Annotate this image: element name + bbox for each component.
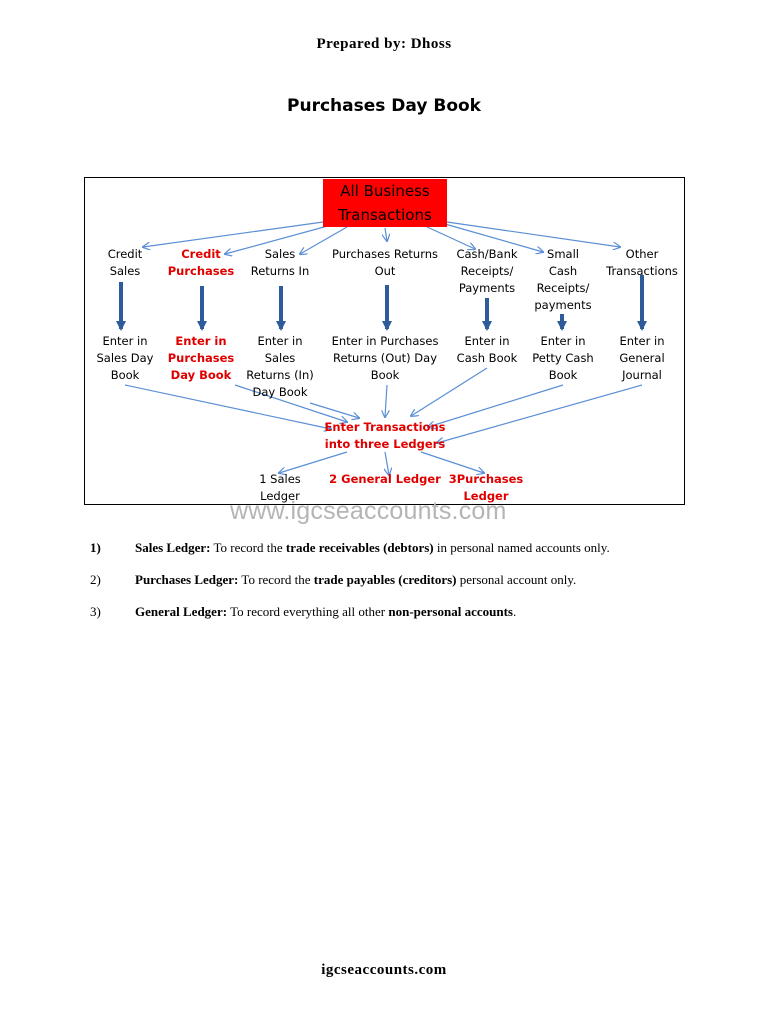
book-label: Enter in Purchases Returns (Out) Day Boo… bbox=[331, 334, 439, 382]
transaction-arrow bbox=[300, 226, 348, 254]
item-term: Sales Ledger: bbox=[135, 540, 211, 555]
watermark: www.igcseaccounts.com bbox=[230, 497, 507, 525]
item-text: in personal named accounts only. bbox=[433, 540, 610, 555]
transaction-arrow bbox=[424, 225, 475, 249]
ledger-entry-arrow bbox=[437, 384, 643, 443]
item-emphasis: non-personal accounts bbox=[388, 604, 513, 619]
ledger-arrow bbox=[385, 451, 389, 475]
book-label: Enter in Sales Returns (In) Day Book bbox=[246, 334, 314, 399]
item-number: 1) bbox=[90, 540, 101, 555]
book-label: Enter in Purchases Day Book bbox=[167, 334, 235, 382]
category-label: Small Cash Receipts/ payments bbox=[534, 247, 592, 312]
ledger-entry-arrow bbox=[124, 384, 331, 429]
item-text: personal account only. bbox=[456, 572, 577, 587]
definition-item: 1) Sales Ledger: To record the trade rece… bbox=[90, 540, 610, 556]
ledger-arrow bbox=[420, 451, 484, 473]
item-text: To record the bbox=[238, 572, 314, 587]
transaction-arrow bbox=[446, 221, 620, 247]
flow-diagram: All Business Transactions Enter Transact… bbox=[84, 177, 685, 505]
category-label: Cash/Bank Receipts/ Payments bbox=[456, 247, 518, 295]
item-emphasis: trade payables (creditors) bbox=[313, 572, 457, 587]
ledger-label: 2 General Ledger bbox=[329, 472, 441, 486]
ledger-arrow bbox=[279, 451, 348, 473]
ledger-entry-arrow bbox=[411, 367, 488, 416]
item-number: 3) bbox=[90, 604, 101, 619]
category-label: Other Transactions bbox=[606, 247, 678, 278]
category-label: Sales Returns In bbox=[250, 247, 310, 278]
item-text: To record everything all other bbox=[227, 604, 389, 619]
item-emphasis: trade receivables (debtors) bbox=[285, 540, 434, 555]
book-label: Enter in General Journal bbox=[619, 334, 665, 382]
ledger-entry-arrow bbox=[234, 384, 347, 422]
page-header: Prepared by: Dhoss bbox=[316, 36, 452, 52]
transaction-arrow bbox=[385, 227, 387, 241]
ledger-entry-arrow bbox=[428, 384, 564, 427]
book-label: Enter in Cash Book bbox=[456, 334, 518, 365]
transaction-arrow bbox=[444, 223, 543, 252]
definition-item: 3) General Ledger: To record everything a… bbox=[90, 604, 516, 620]
book-label: Enter in Petty Cash Book bbox=[532, 334, 594, 382]
ledger-entry-arrow bbox=[385, 384, 387, 417]
ledger-entry-arrow bbox=[309, 402, 359, 418]
transaction-arrow bbox=[143, 221, 324, 247]
page-footer: igcseaccounts.com bbox=[321, 962, 447, 978]
top-box-label: All Business Transactions bbox=[338, 182, 432, 224]
book-label: Enter in Sales Day Book bbox=[96, 334, 154, 382]
category-label: Credit Sales bbox=[107, 247, 143, 278]
page-title: Purchases Day Book bbox=[287, 96, 481, 116]
ledger-label: 3Purchases Ledger bbox=[448, 472, 524, 503]
all-business-transactions-box: All Business Transactions bbox=[323, 179, 447, 227]
transaction-arrow bbox=[225, 223, 336, 254]
category-label: Purchases Returns Out bbox=[331, 247, 439, 278]
item-text: To record the bbox=[210, 540, 286, 555]
definition-item: 2) Purchases Ledger: To record the trade … bbox=[90, 572, 576, 588]
ledgers-box-label: Enter Transactions into three Ledgers bbox=[324, 420, 446, 451]
diagram-arrows bbox=[116, 221, 647, 506]
item-text: . bbox=[512, 604, 517, 619]
item-term: General Ledger: bbox=[135, 604, 228, 619]
ledger-label: 1 Sales Ledger bbox=[259, 472, 301, 503]
item-term: Purchases Ledger: bbox=[135, 572, 239, 587]
item-number: 2) bbox=[90, 572, 101, 587]
category-label: Credit Purchases bbox=[167, 247, 235, 278]
